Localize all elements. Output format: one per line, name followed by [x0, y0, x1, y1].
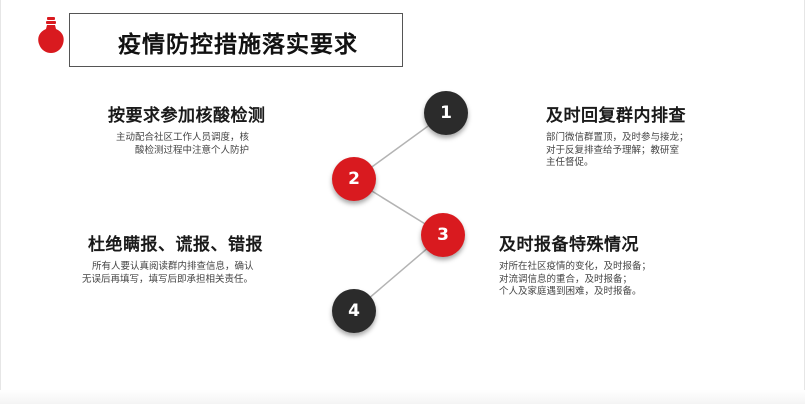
step-2-heading: 按要求参加核酸检测	[108, 106, 266, 126]
lightbulb-icon	[38, 17, 64, 53]
step-4-badge: 4	[332, 289, 376, 333]
step-1-line: 部门微信群置顶，及时参与接龙；	[546, 132, 689, 143]
step-4-description: 所有人要认真阅读群内排查信息，确认 无误后再填写，填写后即承担相关责任。	[82, 261, 254, 286]
step-1-description: 部门微信群置顶，及时参与接龙； 对于反复排查给予理解；教研室 主任督促。	[546, 132, 689, 170]
page-title: 疫情防控措施落实要求	[118, 32, 358, 58]
step-3-line: 个人及家庭遇到困难，及时报备。	[499, 286, 642, 297]
title-box: 疫情防控措施落实要求	[69, 13, 403, 67]
step-1-badge: 1	[424, 91, 468, 135]
step-1-line: 对于反复排查给予理解；教研室	[546, 144, 680, 156]
step-3-heading: 及时报备特殊情况	[499, 235, 639, 255]
step-1-heading: 及时回复群内排查	[546, 106, 686, 126]
step-2-badge: 2	[332, 157, 376, 201]
step-4-line: 所有人要认真阅读群内排查信息，确认	[92, 261, 254, 272]
step-4-line: 无误后再填写，填写后即承担相关责任。	[82, 273, 254, 285]
step-3-description: 对所在社区疫情的变化，及时报备； 对流调信息的重合，及时报备； 个人及家庭遇到困…	[499, 261, 651, 299]
bottom-shade	[0, 390, 805, 404]
step-3-line: 对流调信息的重合，及时报备；	[499, 273, 633, 285]
step-4-heading: 杜绝瞒报、谎报、错报	[88, 235, 263, 255]
step-2-description: 主动配合社区工作人员调度，核 酸检测过程中注意个人防护	[116, 132, 249, 157]
step-3-line: 对所在社区疫情的变化，及时报备；	[499, 261, 652, 272]
step-3-badge: 3	[421, 213, 465, 257]
step-2-line: 酸检测过程中注意个人防护	[135, 144, 250, 156]
step-1-line: 主任督促。	[546, 157, 594, 168]
step-2-line: 主动配合社区工作人员调度，核	[116, 132, 250, 143]
